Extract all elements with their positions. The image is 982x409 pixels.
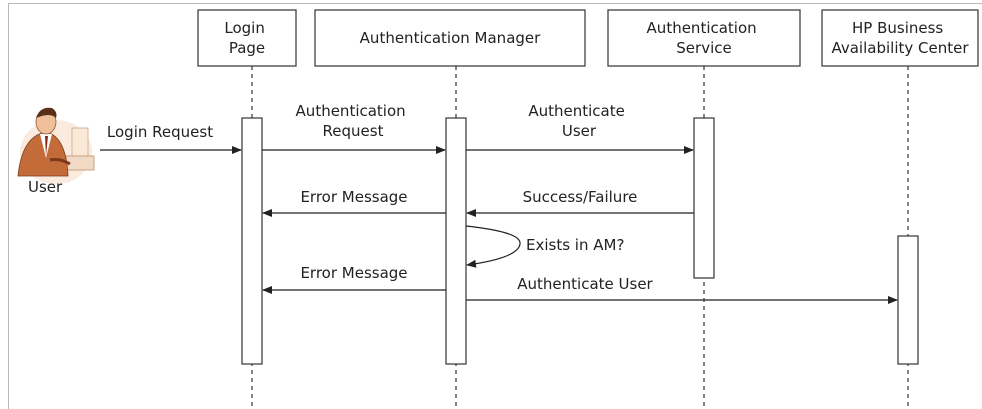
user-icon [17, 107, 95, 184]
participant-hp-bac-label: HP Business Availability Center [831, 19, 969, 57]
participant-auth-service-label: Authentication Service [647, 19, 762, 57]
frame-top-border [8, 3, 982, 4]
label-error-message-2: Error Message [300, 264, 407, 282]
frame-left-border [8, 3, 9, 409]
label-error-message-1: Error Message [300, 188, 407, 206]
activation-hp-bac [897, 235, 919, 365]
participant-auth-service [607, 9, 801, 67]
participant-auth-manager [314, 9, 586, 67]
participant-hp-bac [821, 9, 979, 67]
participant-login-page [197, 9, 297, 67]
label-authenticate-user-to-hp-bac: Authenticate User [517, 275, 653, 293]
arrow-exists-in-am [465, 225, 521, 268]
label-exists-in-am: Exists in AM? [526, 236, 624, 254]
participant-login-page-label: Login Page [224, 19, 269, 57]
label-authenticate-user-to-service: Authenticate User [528, 102, 629, 140]
activation-auth-service [693, 117, 715, 279]
activation-auth-manager [445, 117, 467, 365]
activation-login-page [241, 117, 263, 365]
label-login-request: Login Request [107, 123, 213, 141]
label-auth-request: Authentication Request [296, 102, 411, 140]
label-success-failure: Success/Failure [523, 188, 638, 206]
actor-user-label: User [28, 178, 63, 196]
participant-auth-manager-label: Authentication Manager [360, 29, 541, 47]
